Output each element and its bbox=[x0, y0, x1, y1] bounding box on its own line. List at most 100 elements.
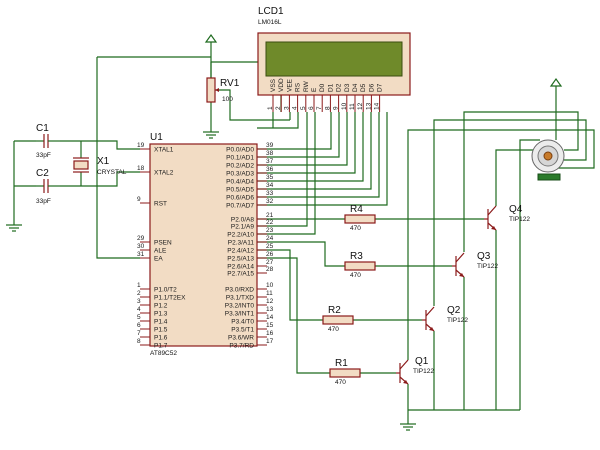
lcd-pin-number: 10 bbox=[341, 102, 348, 110]
c2-value: 33pF bbox=[36, 198, 51, 205]
crystal-x1: X1 CRYSTAL bbox=[73, 156, 127, 176]
u1-pin-number: 31 bbox=[137, 251, 145, 258]
u1-pin-number: 19 bbox=[137, 142, 145, 149]
u1-pin-number: 12 bbox=[266, 298, 274, 305]
vcc-arrow-icon bbox=[549, 77, 563, 87]
transistor-q4: Q4 TIP122 bbox=[484, 204, 530, 231]
capacitor-c2: C2 33pF bbox=[36, 168, 60, 205]
transistor-q1: Q1 TIP122 bbox=[396, 356, 434, 385]
u1-pin-number: 14 bbox=[266, 314, 274, 321]
u1-pin-number: 16 bbox=[266, 330, 274, 337]
lcd-pin-number: 13 bbox=[365, 102, 372, 110]
r4-ref: R4 bbox=[350, 204, 363, 215]
u1-pin-label: P0.4/AD4 bbox=[226, 179, 254, 186]
lcd-pin-label: D3 bbox=[344, 83, 351, 92]
rv1-value: 100 bbox=[222, 96, 233, 103]
lcd-pin-label: D1 bbox=[327, 83, 334, 92]
u1-pin-number: 34 bbox=[266, 182, 274, 189]
q1-ref: Q1 bbox=[415, 356, 429, 367]
u1-pin-label: P2.2/A10 bbox=[227, 232, 254, 239]
power-symbols bbox=[6, 33, 563, 431]
u1-pin-number: 4 bbox=[137, 306, 141, 313]
u1-pin-label: P2.7/A15 bbox=[227, 271, 254, 278]
u1-pin-number: 35 bbox=[266, 174, 274, 181]
u1-pin-number: 9 bbox=[137, 196, 141, 203]
u1-pin-number: 25 bbox=[266, 243, 274, 250]
lcd-pin-number: 5 bbox=[300, 106, 307, 110]
r3-value: 470 bbox=[350, 272, 361, 279]
lcd-pin-number: 1 bbox=[267, 106, 274, 110]
u1-pin-label: P0.3/AD3 bbox=[226, 171, 254, 178]
u1-pin-label: XTAL1 bbox=[154, 147, 174, 154]
transistor-q3: Q3 TIP122 bbox=[452, 251, 498, 278]
u1-pin-label: P1.6 bbox=[154, 335, 168, 342]
u1-pin-label: P2.4/A12 bbox=[227, 248, 254, 255]
resistor-r2: R2 470 bbox=[322, 305, 354, 333]
q2-model: TIP122 bbox=[447, 317, 468, 324]
vcc-arrow-icon bbox=[204, 33, 218, 43]
u1-pin-number: 29 bbox=[137, 235, 145, 242]
u1-pin-number: 6 bbox=[137, 322, 141, 329]
q3-model: TIP122 bbox=[477, 263, 498, 270]
u1-pin-label: P3.1/TXD bbox=[226, 295, 254, 302]
u1-pin-number: 21 bbox=[266, 212, 274, 219]
lcd-pin-label: VSS bbox=[270, 78, 277, 92]
lcd-pin-number: 11 bbox=[349, 103, 356, 110]
u1-pin-number: 18 bbox=[137, 165, 145, 172]
u1-pin-number: 28 bbox=[266, 266, 274, 273]
q4-model: TIP122 bbox=[509, 216, 530, 223]
u1-pin-number: 10 bbox=[266, 282, 274, 289]
u1-pin-label: P0.0/AD0 bbox=[226, 147, 254, 154]
lcd-pin-number: 14 bbox=[374, 102, 381, 110]
u1-pin-number: 15 bbox=[266, 322, 274, 329]
u1-pin-label: P1.1/T2EX bbox=[154, 295, 186, 302]
u1-pin-number: 39 bbox=[266, 142, 274, 149]
c1-value: 33pF bbox=[36, 152, 51, 159]
u1-pin-label: P1.3 bbox=[154, 311, 168, 318]
lcd-pin-number: 6 bbox=[308, 106, 315, 110]
lcd-pins: VSS1VDD2VEE3RS4RW5E6D07D18D29D310D411D51… bbox=[267, 78, 384, 112]
lcd-pin-number: 7 bbox=[316, 106, 323, 110]
u1-pin-label: P0.7/AD7 bbox=[226, 203, 254, 210]
c1-ref: C1 bbox=[36, 123, 49, 134]
lcd-pin-label: D7 bbox=[377, 83, 384, 92]
lcd-pin-number: 12 bbox=[357, 102, 364, 110]
microcontroller-u1: U1 AT89C52 19XTAL118XTAL29RST29PSEN30ALE… bbox=[137, 132, 274, 357]
u1-pin-number: 2 bbox=[137, 290, 141, 297]
u1-pin-number: 17 bbox=[266, 338, 274, 345]
r3-ref: R3 bbox=[350, 251, 363, 262]
u1-pin-label: P3.3/INT1 bbox=[225, 311, 255, 318]
q3-ref: Q3 bbox=[477, 251, 491, 262]
u1-pin-number: 24 bbox=[266, 235, 274, 242]
c2-ref: C2 bbox=[36, 168, 49, 179]
u1-pin-number: 37 bbox=[266, 158, 274, 165]
u1-pin-label: ALE bbox=[154, 248, 167, 255]
u1-pin-label: P3.5/T1 bbox=[231, 327, 254, 334]
lcd-pin-number: 2 bbox=[275, 106, 282, 110]
lcd-pin-number: 9 bbox=[333, 106, 340, 110]
u1-pin-label: P1.5 bbox=[154, 327, 168, 334]
u1-pin-label: RST bbox=[154, 201, 167, 208]
u1-pin-number: 5 bbox=[137, 314, 141, 321]
lcd-pin-label: VDD bbox=[278, 78, 285, 92]
ground-icon bbox=[6, 224, 22, 232]
u1-pin-number: 38 bbox=[266, 150, 274, 157]
lcd-pin-label: D5 bbox=[360, 83, 367, 92]
potentiometer-rv1: RV1 100 bbox=[206, 77, 240, 103]
u1-pin-number: 30 bbox=[137, 243, 145, 250]
lcd-pin-label: D0 bbox=[319, 83, 326, 92]
u1-pin-number: 32 bbox=[266, 198, 274, 205]
stepper-motor bbox=[531, 139, 565, 181]
lcd-pin-label: D4 bbox=[352, 83, 359, 92]
lcd-pin-label: RS bbox=[295, 82, 302, 92]
u1-pin-label: P3.7/RD bbox=[229, 343, 254, 350]
lcd-model: LM016L bbox=[258, 19, 282, 26]
u1-left-pins: 19XTAL118XTAL29RST29PSEN30ALE31EA1P1.0/T… bbox=[137, 142, 186, 350]
u1-pin-number: 33 bbox=[266, 190, 274, 197]
u1-ref: U1 bbox=[150, 132, 163, 143]
r2-value: 470 bbox=[328, 326, 339, 333]
u1-pin-label: P2.3/A11 bbox=[228, 240, 255, 247]
u1-pin-number: 8 bbox=[137, 338, 141, 345]
r1-value: 470 bbox=[335, 379, 346, 386]
